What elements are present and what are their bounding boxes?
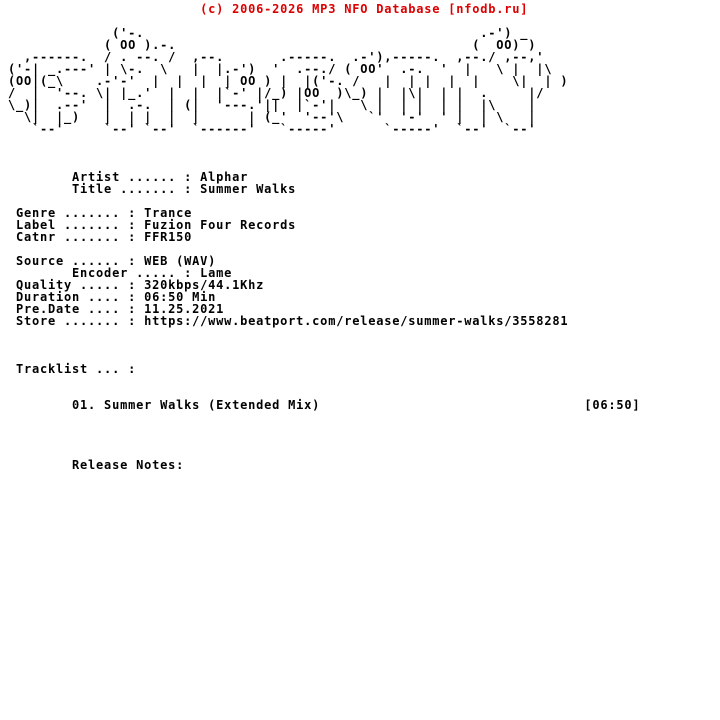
nfo-body-line-3: Artist ...... : Alphar	[72, 170, 249, 184]
nfo-body-line-14: Pre.Date .... : 11.25.2021	[16, 302, 225, 316]
nfo-body-line-13: Duration .... : 06:50 Min	[16, 290, 217, 304]
nfo-body-line-27: Release Notes:	[72, 458, 185, 472]
ascii-logo-row-2: ,------. / . --. / ,--. .-----. .-'),---…	[24, 50, 545, 64]
nfo-body-line-12: Quality ..... : 320kbps/44.1Khz	[16, 278, 265, 292]
nfo-body-line-6: Genre ....... : Trance	[16, 206, 193, 220]
ascii-logo-row-4: (OO|(_\ .-'-' | | | | OO ) | |('-. / | |…	[8, 74, 569, 88]
ascii-logo-row-3: ('-| _.---' | \-. \ | |.-') ' .--./ ( OO…	[8, 62, 553, 76]
ascii-logo-row-6: \_)| .--' | .-. | (| '---.'|| |`-'| \ | …	[8, 98, 537, 112]
nfo-body-line-19: Tracklist ... :	[16, 362, 137, 376]
nfo-body-line-10: Source ...... : WEB (WAV)	[16, 254, 217, 268]
ascii-logo-row-8: `--' `--' `--' `------' `-----' `-----' …	[32, 122, 537, 136]
nfo-body-line-15: Store ....... : https://www.beatport.com…	[16, 314, 569, 328]
ascii-logo-row-7: \| |_) | | | | | | (_' '--'\ `' '-' ' | …	[24, 110, 537, 124]
nfo-body-line-11: Encoder ..... : Lame	[72, 266, 233, 280]
nfo-body-line-4: Title ....... : Summer Walks	[72, 182, 297, 196]
ascii-logo-row-1: ( OO ).-. ( OO) )	[104, 38, 537, 52]
copyright-line: (c) 2006-2026 MP3 NFO Database [nfodb.ru…	[200, 2, 529, 16]
nfo-body-line-7: Label ....... : Fuzion Four Records	[16, 218, 297, 232]
nfo-content: (c) 2006-2026 MP3 NFO Database [nfodb.ru…	[8, 2, 641, 472]
nfo-body-line-8: Catnr ....... : FFR150	[16, 230, 193, 244]
nfo-body-line-22: 01. Summer Walks (Extended Mix) [06:50]	[72, 398, 641, 412]
ascii-logo-row-5: / | '--. \| |_.' | | |`-' |/_) |OO )\_) …	[8, 86, 545, 100]
ascii-logo-row-0: ('-. .-') _	[112, 26, 529, 40]
